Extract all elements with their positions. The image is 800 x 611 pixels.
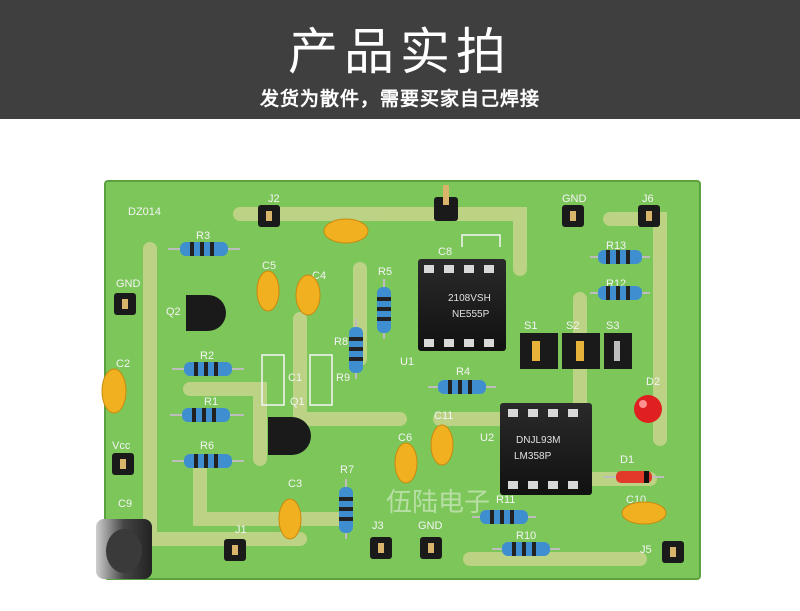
label-gnd-bottom: GND [418,520,443,532]
led-d2 [634,395,662,423]
label-d2: D2 [646,376,660,388]
label-c5: C5 [262,260,276,272]
label-r6: R6 [200,440,214,452]
capacitor-c6 [394,442,418,484]
capacitor-c5 [256,270,280,312]
pcb-illustration: DZ014 J2 GND J6 GND Vcc J1 J3 GND J5 R3 … [96,180,701,580]
label-j1: J1 [235,524,247,536]
banner-title: 产品实拍 [288,23,512,81]
label-q2: Q2 [166,306,181,318]
capacitor-c8-footprint [461,234,501,247]
capacitor-top [323,218,369,244]
capacitor-c1-footprint [261,354,333,406]
ic-u1-line2: NE555P [452,309,490,320]
label-c6: C6 [398,432,412,444]
label-gnd-left: GND [116,278,141,290]
banner-subtitle: 发货为散件，需要买家自己焊接 [259,88,540,110]
label-vcc: Vcc [112,440,131,452]
label-j2: J2 [268,193,280,205]
label-u2: U2 [480,432,494,444]
capacitor-c4 [295,274,321,316]
watermark: 伍陆电子 [386,488,490,518]
label-r5: R5 [378,266,392,278]
label-r8: R8 [334,336,348,348]
label-j3: J3 [372,520,384,532]
jumper-switches [520,333,632,369]
ic-u2-line2: LM358P [514,451,552,462]
ic-u1-line1: 2108VSH [448,293,491,304]
label-d1: D1 [620,454,634,466]
label-j6: J6 [642,193,654,205]
label-c11: C11 [434,410,453,422]
board-model-label: DZ014 [128,206,161,218]
capacitor-c3 [278,498,302,540]
connector-top-center [434,197,458,221]
header-pins [112,197,684,563]
silkscreen: DZ014 J2 GND J6 GND Vcc J1 J3 GND J5 R3 … [112,193,660,556]
capacitor-c10 [621,501,667,525]
label-j5: J5 [640,544,652,556]
transistor-q1 [268,417,311,455]
label-gnd-top: GND [562,193,587,205]
label-c1: C1 [288,372,302,384]
label-r2: R2 [200,350,214,362]
label-q1: Q1 [290,396,305,408]
label-c8: C8 [438,246,452,258]
capacitor-c11 [430,424,454,466]
label-r9: R9 [336,372,350,384]
ic-u2: DNJL93M LM358P [500,403,592,495]
capacitor-c2 [101,368,127,414]
diode-d1 [604,471,664,483]
ic-u1: 2108VSH NE555P [418,259,506,351]
resistor-bands [190,242,630,556]
header-banner: 产品实拍 发货为散件，需要买家自己焊接 [0,0,800,119]
label-r3: R3 [196,230,210,242]
label-r11: R11 [496,494,515,506]
label-s1: S1 [524,320,537,332]
label-r7: R7 [340,464,354,476]
label-c3: C3 [288,478,302,490]
product-photo: DZ014 J2 GND J6 GND Vcc J1 J3 GND J5 R3 … [0,119,800,611]
label-r4: R4 [456,366,470,378]
label-r10: R10 [516,530,536,542]
label-u1: U1 [400,356,414,368]
ceramic-capacitors [101,218,667,540]
capacitor-c9 [96,519,152,579]
label-s2: S2 [566,320,579,332]
transistors [186,295,311,455]
label-c2: C2 [116,358,130,370]
label-c9: C9 [118,498,132,510]
label-s3: S3 [606,320,619,332]
label-r13: R13 [606,240,626,252]
transistor-q2 [186,295,226,331]
ic-u2-line1: DNJL93M [516,435,560,446]
label-r1: R1 [204,396,218,408]
